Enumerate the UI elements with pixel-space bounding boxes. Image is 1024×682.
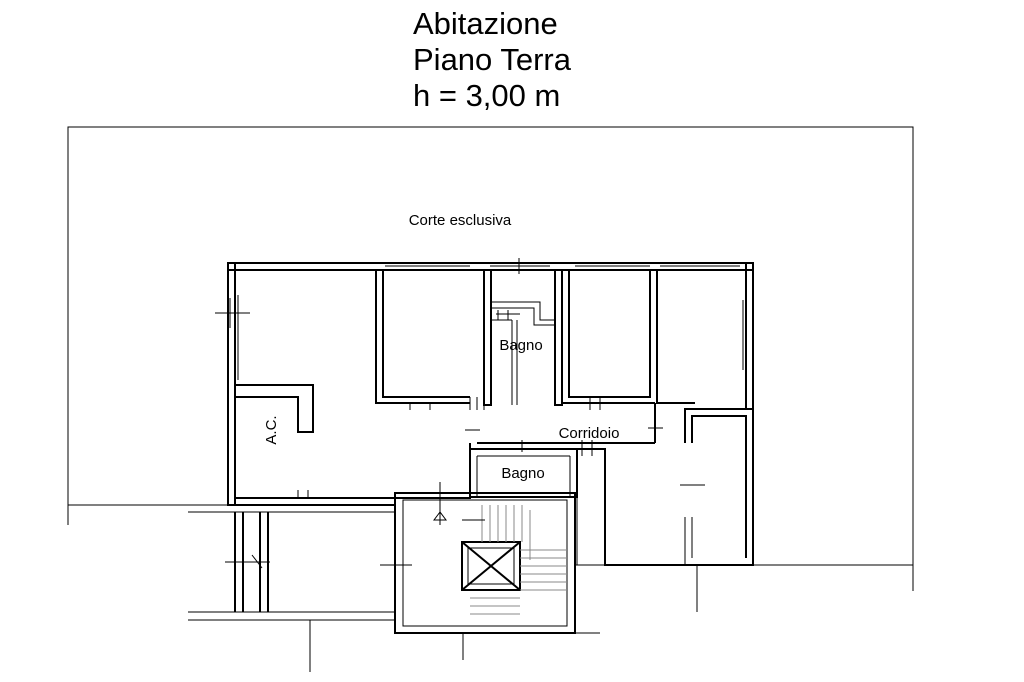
stair-treads [470, 505, 567, 615]
ac-label: A.C. [263, 415, 280, 444]
exterior-steps [188, 511, 605, 672]
room-bedroom-3 [656, 270, 747, 409]
ceiling-height: h = 3,00 m [413, 78, 561, 113]
room-bathroom-lower [469, 448, 578, 498]
room-living [215, 270, 314, 498]
bathroom-lower-label: Bagno [501, 465, 544, 482]
courtyard-label: Corte esclusiva [409, 212, 512, 229]
bathroom-upper-label: Bagno [499, 337, 542, 354]
room-east [576, 408, 754, 566]
corridor-label: Corridoio [559, 425, 620, 442]
north-windows [385, 258, 740, 274]
room-corridor [395, 403, 663, 499]
stairwell [380, 482, 576, 634]
plan-title: Abitazione [413, 6, 558, 41]
room-bedroom-1 [375, 270, 485, 410]
floor-name: Piano Terra [413, 42, 571, 77]
room-bedroom-2 [561, 270, 658, 410]
